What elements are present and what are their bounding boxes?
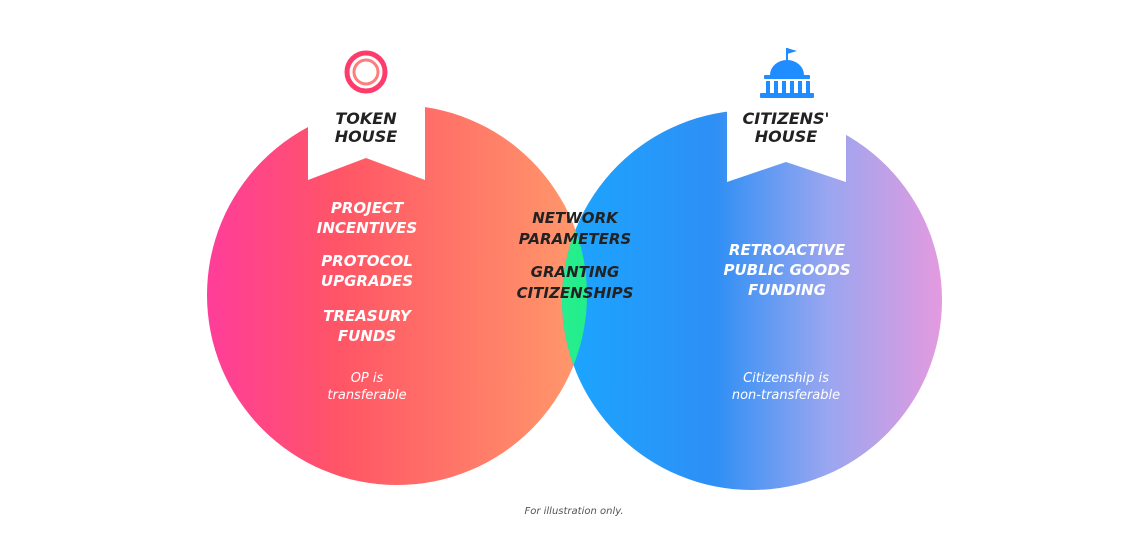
token-house-banner xyxy=(308,28,425,180)
citizens-item-retro-funding-line1: RETROACTIVE xyxy=(729,241,846,259)
token-item-protocol-upgrades-line1: PROTOCOL xyxy=(321,252,413,270)
illustration-footnote: For illustration only. xyxy=(524,506,623,517)
citizens-house-circle xyxy=(562,110,942,490)
token-house-circle xyxy=(207,105,587,485)
citizens-house-note-line1: Citizenship is xyxy=(743,371,829,386)
capitol-building-icon xyxy=(760,48,814,98)
shared-item-network-parameters-line2: PARAMETERS xyxy=(519,230,631,248)
citizens-item-retro-funding-line2: PUBLIC GOODS xyxy=(723,261,850,279)
citizens-house-banner xyxy=(727,24,846,182)
token-item-treasury-funds-line1: TREASURY xyxy=(323,307,413,325)
citizens-house-title-line1: CITIZENS' xyxy=(743,109,830,128)
shared-item-granting-citizenships-line2: CITIZENSHIPS xyxy=(517,284,634,302)
token-house-title-line2: HOUSE xyxy=(335,127,398,146)
token-house-title-line1: TOKEN xyxy=(335,109,397,128)
optimism-ring-icon xyxy=(344,50,388,94)
shared-item-network-parameters-line1: NETWORK xyxy=(532,209,619,227)
citizens-item-retro-funding-line3: FUNDING xyxy=(748,281,826,299)
token-item-treasury-funds-line2: FUNDS xyxy=(338,327,396,345)
citizens-house-title-line2: HOUSE xyxy=(755,127,818,146)
token-house-note-line2: transferable xyxy=(327,388,406,403)
citizens-house-note-line2: non-transferable xyxy=(732,388,840,403)
token-item-project-incentives-line2: INCENTIVES xyxy=(317,219,417,237)
token-item-protocol-upgrades-line2: UPGRADES xyxy=(321,272,413,290)
token-item-project-incentives-line1: PROJECT xyxy=(331,199,405,217)
shared-item-granting-citizenships-line1: GRANTING xyxy=(531,263,620,281)
token-house-note-line1: OP is xyxy=(351,371,384,386)
